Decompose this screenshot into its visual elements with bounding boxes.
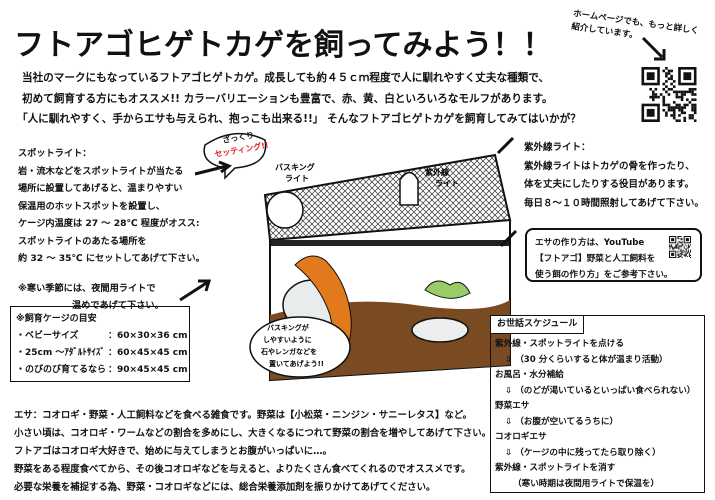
speech-bubble-top [203, 132, 267, 180]
schedule-items: 紫外線・スポットライトを点ける ⇩ （30 分くらいすると体が温まり活動） お風呂・… [495, 337, 700, 492]
cage-guide-row: ・のびのび育てるなら：90×45×45 cm [16, 362, 188, 379]
speech-bubble-bottom [249, 316, 351, 378]
schedule-note: ⇩ （ケージの中に残ってたら取り除く） [505, 447, 661, 458]
schedule-note: （寒い時期は夜間用ライトで保温を） [513, 478, 660, 489]
cage-guide-label: ・のびのび育てるなら [16, 365, 107, 375]
spotlight-line: スポットライト： [18, 148, 92, 159]
arrow-icon [179, 279, 212, 302]
schedule-step: 野菜エサ [495, 401, 530, 411]
feed-recipe-box: エサの作り方は、YouTube 【フトアゴ】野菜と人工飼料を 使う餌の作り方」を… [525, 228, 702, 282]
feeding-line: 小さい頃は、コオロギ・ワームなどの割合を多めにし、大きくなるにつれて野菜の割合を… [14, 428, 492, 439]
feeding-line: 野菜をある程度食べてから、その後コオロギなどを与えると、よりたくさん食べてくれる… [14, 464, 471, 475]
uv-text: 紫外線ライト： 紫外線ライトはトカゲの骨を作ったり、 体を丈夫にしたりする役目が… [524, 139, 704, 213]
bubble-bottom-text: 置いてあげよう!! [269, 359, 324, 368]
spotlight-line: 岩・流木などをスポットライトが当たる [18, 165, 184, 177]
water-dish [411, 317, 469, 343]
bubble-bottom-text: 石やレンガなどを [260, 347, 317, 356]
intro-line: 初めて飼育する方にもオススメ!! カラーバリエーションも豊富で、赤、黄、白といろ… [22, 93, 553, 105]
cage-guide-label: ・ベビーサイズ [16, 331, 79, 341]
basking-bulb [266, 191, 304, 229]
cage-illustration: ざっくり セッティング!! バスキング ライト 紫外線 ライト バスキングが し… [203, 130, 512, 382]
feeding-line: フトアゴはコオロギ大好きで、始めに与えてしまうとお腹がいっぱいに…。 [14, 446, 332, 457]
spotlight-line: 約 32 ～ 35℃ にセットしてあげて下さい。 [18, 253, 205, 264]
cage-size-guide: ※飼育ケージの目安 ・ベビーサイズ ：60×30×36 cm ・25cm ～ｱﾀﾞ… [10, 306, 190, 382]
uv-label: 紫外線 [425, 167, 449, 177]
arrow-icon [641, 36, 666, 61]
cage-guide-heading: ※飼育ケージの目安 [16, 314, 97, 324]
feed-box-line: エサの作り方は、YouTube [535, 238, 645, 248]
homepage-note: ホームページでも、もっと詳しく 紹介しています。 [570, 8, 700, 51]
cage-guide-row: ・ベビーサイズ ：60×30×36 cm [16, 328, 188, 345]
cage-frame [270, 240, 510, 246]
feed-box-line: 使う餌の作り方」をご参考下さい。 [535, 270, 673, 280]
arrow-icon [194, 160, 233, 176]
bubble-bottom-text: バスキングが [267, 323, 309, 332]
spotlight-text: スポットライト： 岩・流木などをスポットライトが当たる 場所に設置してあげると、… [18, 145, 205, 315]
page-title: フトアゴヒゲトカゲを飼ってみよう！！ [14, 28, 553, 63]
schedule-heading: お世話スケジュール [490, 315, 585, 334]
feeding-line: エサ：コオロギ・野菜・人工飼料などを食べる雑食です。野菜は【小松菜・ニンジン・サ… [14, 410, 472, 421]
cage-guide-value: ：60×30×36 cm [108, 331, 188, 341]
schedule-note: ⇩ （30 分くらいすると体が温まり活動） [505, 354, 668, 365]
cage-guide-row: ・25cm ～ｱﾀﾞﾙﾄｻｲｽﾞ：60×45×45 cm [16, 345, 188, 362]
uv-line: 紫外線ライト： [524, 142, 591, 153]
cage-guide-value: ：90×45×45 cm [108, 365, 188, 375]
spotlight-note: ※寒い季節には、夜間用ライトで [18, 282, 156, 294]
vegetables [424, 280, 471, 299]
arrow-icon [496, 136, 515, 155]
spotlight-line: ケージ内温度は 27 ～ 28℃ 程度がオスス: [18, 218, 200, 229]
spotlight-note: 温めであげて下さい。 [72, 300, 164, 311]
cage-guide-value: ：60×45×45 cm [108, 348, 188, 358]
intro-line: 当社のマークにもなっているフトアゴヒゲトカゲ。成長しても約４５ｃｍ程度で人に馴れ… [22, 72, 550, 84]
qr-code-small[interactable] [668, 236, 692, 258]
uv-label: ライト [435, 179, 459, 188]
spotlight-line: 保温用のホットスポットを設置し、 [18, 200, 165, 212]
basking-label: バスキング [275, 162, 315, 172]
schedule-step: コオロギエサ [495, 432, 547, 442]
uv-line: 紫外線ライトはトカゲの骨を作ったり、 [524, 160, 695, 172]
uv-line: 体を丈夫にしたりする役目があります。 [524, 179, 695, 190]
intro-line: 「人に馴れやすく、手からエサも与えられ、抱っこも出来る!!」 そんなフトアゴヒゲ… [17, 113, 581, 125]
schedule-step: お風呂・水分補給 [495, 370, 564, 380]
cage-guide-label: ・25cm ～ｱﾀﾞﾙﾄｻｲｽﾞ [16, 348, 105, 358]
uv-line: 毎日８～１０時間照射してあげて下さい。 [524, 197, 704, 209]
feeding-line: 必要な栄養を補捉する為、野菜・コオロギなどには、総合栄養添加剤を振りかけてあげて… [14, 482, 436, 493]
schedule-step: 紫外線・スポットライトを消す [495, 463, 616, 473]
feed-box-line: 【フトアゴ】野菜と人工飼料を [535, 254, 656, 264]
arrow-icon [499, 229, 518, 248]
schedule-note: ⇩ （お腹が空いてるうちに） [505, 416, 619, 427]
qr-code[interactable] [638, 67, 700, 122]
schedule-step: 紫外線・スポットライトを点ける [495, 339, 624, 349]
basking-label: ライト [285, 174, 309, 183]
schedule-note: ⇩ （のどが渇いているといっぱい食べられない） [505, 385, 696, 396]
uv-bulb [399, 171, 419, 206]
care-schedule: お世話スケジュール 紫外線・スポットライトを点ける ⇩ （30 分くらいすると体が… [490, 315, 705, 493]
spotlight-line: スポットライトのあたる場所を [18, 235, 147, 247]
bubble-bottom-text: しやすいように [263, 335, 312, 344]
spotlight-line: 場所に設置してあげると、温まりやすい [18, 183, 183, 194]
